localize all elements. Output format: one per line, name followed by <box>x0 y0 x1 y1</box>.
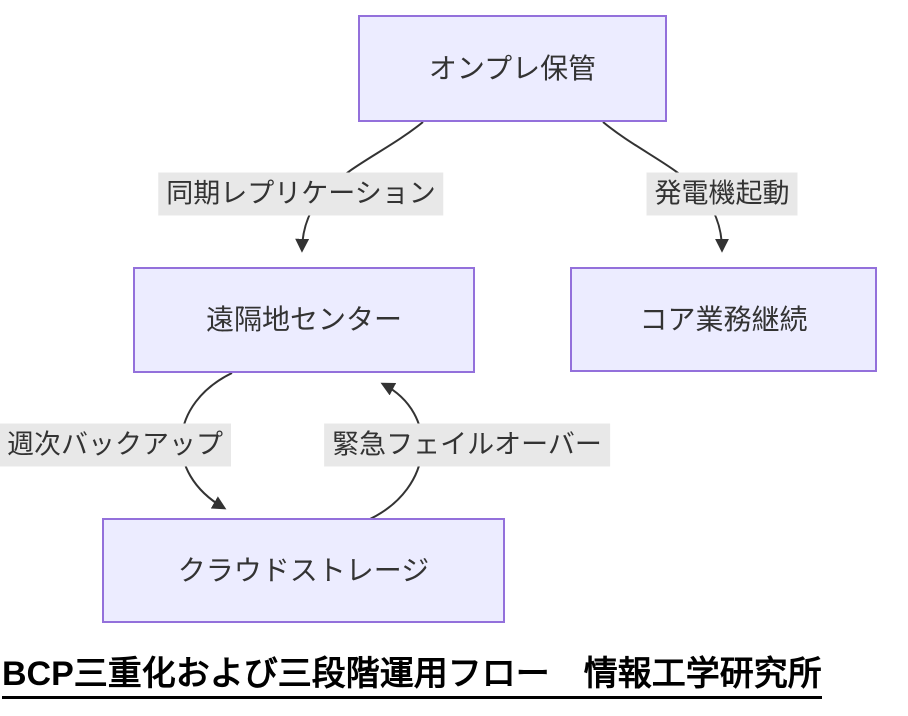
edge-label-emergency-failover: 緊急フェイルオーバー <box>324 423 610 467</box>
node-core-label: コア業務継続 <box>639 303 808 335</box>
node-cloud: クラウドストレージ <box>102 518 505 623</box>
edge-label-text: 緊急フェイルオーバー <box>332 429 602 460</box>
node-onprem-label: オンプレ保管 <box>428 52 597 84</box>
node-remote-label: 遠隔地センター <box>205 304 402 335</box>
edge-label-text: 発電機起動 <box>654 178 790 209</box>
edge-label-generator-start: 発電機起動 <box>646 172 798 216</box>
edge-label-text: 同期レプリケーション <box>166 178 436 209</box>
node-cloud-label: クラウドストレージ <box>177 554 430 586</box>
edge-label-sync-replication: 同期レプリケーション <box>158 172 444 216</box>
node-remote: 遠隔地センター <box>133 267 475 373</box>
edge-label-text: 週次バックアップ <box>7 429 223 460</box>
diagram-caption-text: BCP三重化および三段階運用フロー 情報工学研究所 <box>2 655 822 699</box>
diagram-caption: BCP三重化および三段階運用フロー 情報工学研究所 <box>2 654 822 699</box>
node-onprem: オンプレ保管 <box>358 15 667 122</box>
edge-label-weekly-backup: 週次バックアップ <box>0 423 231 467</box>
node-core: コア業務継続 <box>570 267 877 372</box>
